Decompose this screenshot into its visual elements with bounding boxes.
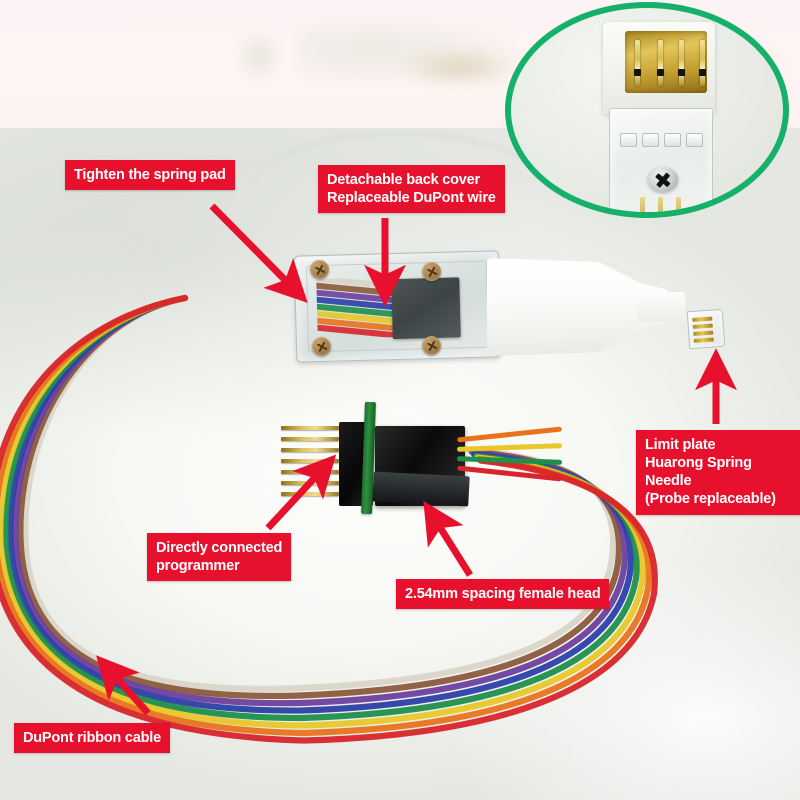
housing-wire-window	[316, 277, 398, 340]
callout-label-female-head: 2.54mm spacing female head	[396, 579, 610, 610]
inset-bottom-pin	[640, 197, 645, 212]
inset-slot	[686, 133, 703, 147]
background-smudge	[238, 30, 280, 82]
ribbon-wire-strand	[0, 294, 646, 729]
handle-neck	[637, 292, 685, 322]
internal-dark-block	[391, 277, 461, 340]
ribbon-wire-strand	[12, 294, 629, 707]
phillips-cross-screw-icon	[648, 167, 678, 192]
inset-connector-shroud	[603, 22, 715, 114]
callout-label-back-cover: Detachable back cover Replaceable DuPont…	[318, 165, 505, 214]
pin-header-board	[281, 401, 563, 527]
ribbon-wire-strand	[17, 294, 623, 700]
ribbon-wire-strand	[2, 294, 641, 722]
connector-output-wire	[456, 456, 563, 465]
inset-slot	[664, 133, 681, 147]
inset-clear-body	[609, 108, 713, 212]
female-connector-lip	[372, 471, 470, 507]
ribbon-wire-strand	[7, 294, 635, 714]
callout-label-limit-plate: Limit plate Huarong Spring Needle (Probe…	[636, 430, 800, 515]
connector-output-wire	[457, 465, 562, 482]
dupont-ribbon-cable	[0, 294, 658, 744]
transparent-housing	[293, 250, 502, 363]
probe-clear-shell	[686, 308, 726, 350]
inset-gold-pin	[657, 40, 664, 86]
inset-gold-pin	[678, 40, 685, 86]
inset-gold-pin	[699, 40, 706, 86]
background-smudge	[400, 46, 520, 88]
gold-pin-row	[281, 426, 343, 504]
ribbon-wire-strand	[0, 294, 658, 744]
inset-gold-pin	[634, 40, 641, 86]
inset-slot	[642, 133, 659, 147]
ribbon-wire-strand	[22, 294, 617, 692]
inset-slot	[620, 133, 637, 147]
gold-header-pin	[281, 437, 339, 441]
gold-header-pin	[281, 426, 339, 430]
white-probe-handle	[487, 258, 685, 356]
gold-header-pin	[281, 470, 339, 474]
gold-header-pin	[281, 448, 339, 452]
callout-label-spring-pad: Tighten the spring pad	[65, 160, 235, 191]
inset-bottom-pin	[658, 197, 663, 212]
ribbon-wire-strand	[0, 294, 652, 737]
header-output-wires	[456, 422, 577, 502]
callout-label-programmer: Directly connected programmer	[147, 533, 292, 582]
inset-connector	[593, 22, 721, 212]
connector-output-wire	[456, 443, 563, 452]
callout-label-ribbon-cable: DuPont ribbon cable	[14, 723, 170, 754]
connector-output-wire	[457, 426, 562, 443]
spring-needle-probe-tip	[686, 308, 726, 350]
gold-header-pin	[281, 492, 339, 496]
gold-header-pin	[281, 459, 339, 463]
magnified-probe-inset	[505, 2, 789, 218]
inset-bottom-pin	[676, 197, 681, 212]
background-crease	[250, 132, 550, 194]
gold-header-pin	[281, 481, 339, 485]
